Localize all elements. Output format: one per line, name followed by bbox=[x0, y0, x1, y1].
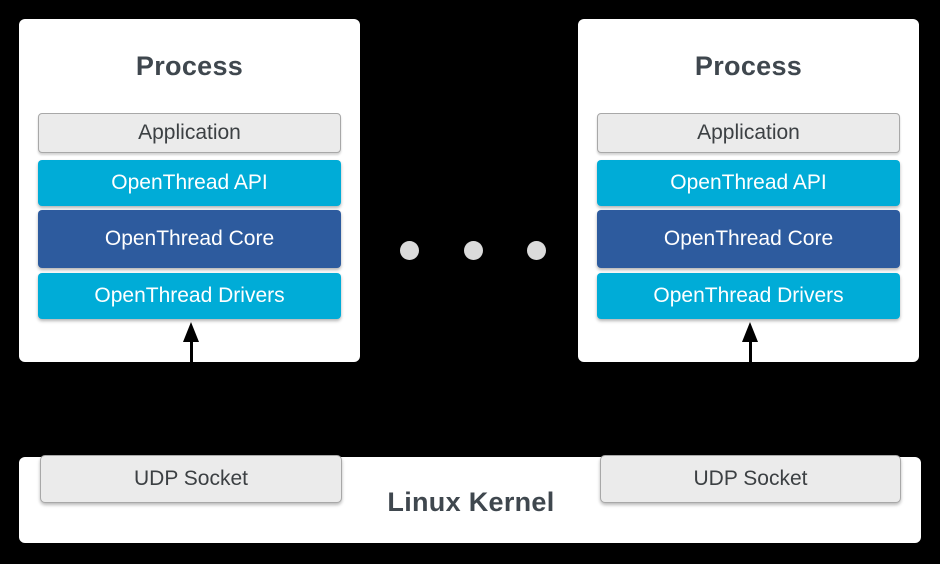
layer-openthread-drivers: OpenThread Drivers bbox=[38, 273, 341, 319]
process-title: Process bbox=[694, 51, 803, 81]
ellipsis-dot bbox=[400, 240, 419, 260]
arrow-up-icon bbox=[183, 322, 199, 455]
ellipsis-dot bbox=[527, 240, 546, 260]
linux-kernel-title: Linux Kernel bbox=[387, 487, 555, 517]
layer-openthread-core: OpenThread Core bbox=[597, 210, 900, 268]
layer-openthread-drivers: OpenThread Drivers bbox=[597, 273, 900, 319]
arrow-up-icon bbox=[742, 322, 758, 455]
arrow-shaft bbox=[189, 340, 193, 455]
arrowhead bbox=[742, 322, 758, 342]
layer-openthread-api: OpenThread API bbox=[597, 160, 900, 206]
layer-application: Application bbox=[597, 113, 900, 153]
udp-socket-right: UDP Socket bbox=[600, 455, 901, 503]
ellipsis-dot bbox=[463, 240, 483, 260]
process-panel-right: Process Application OpenThread API OpenT… bbox=[578, 19, 919, 362]
layer-openthread-core: OpenThread Core bbox=[38, 210, 341, 268]
process-panel-left: Process Application OpenThread API OpenT… bbox=[19, 19, 360, 362]
layer-openthread-api: OpenThread API bbox=[38, 160, 341, 206]
arrowhead bbox=[183, 322, 199, 342]
process-title: Process bbox=[135, 51, 244, 81]
ellipsis-icon bbox=[400, 240, 546, 260]
arrow-shaft bbox=[748, 340, 752, 455]
layer-application: Application bbox=[38, 113, 341, 153]
udp-socket-left: UDP Socket bbox=[40, 455, 342, 503]
